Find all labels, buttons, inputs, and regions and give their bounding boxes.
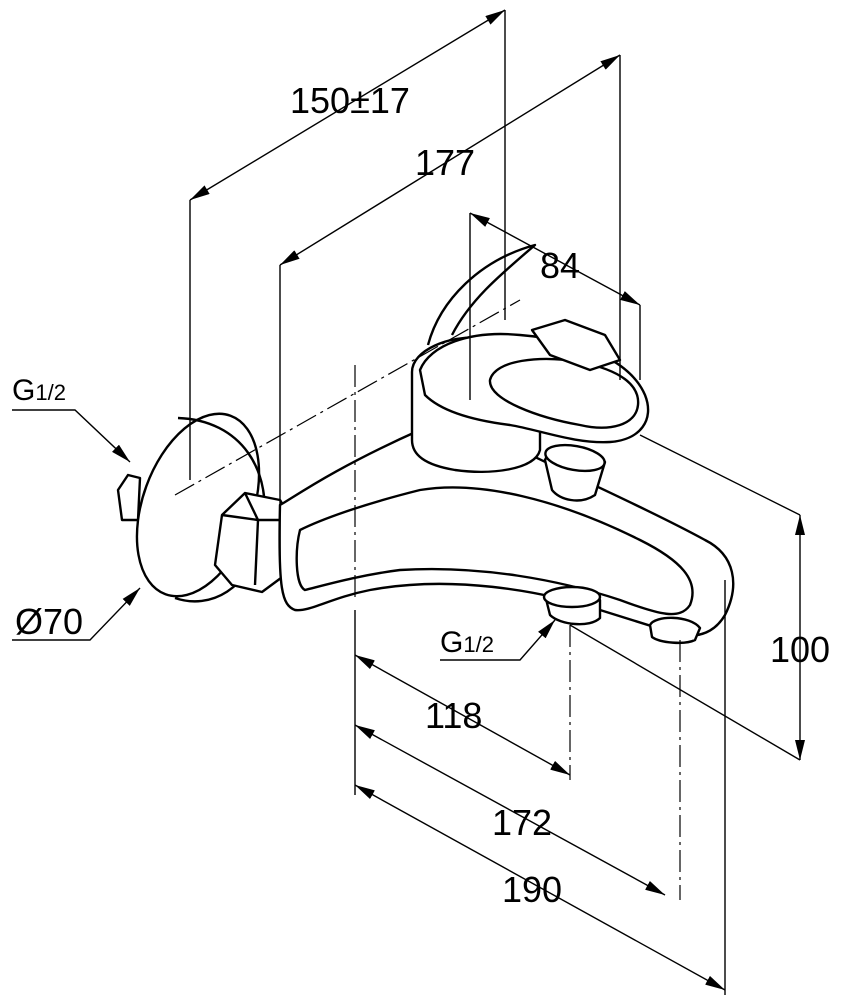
dimension-lines	[12, 9, 805, 991]
spout-outlet	[648, 616, 702, 645]
faucet-illustration	[116, 243, 735, 645]
dim-total-length: 190	[502, 869, 562, 910]
dim-projection-handle: 177	[415, 142, 475, 183]
dim-outlet-offset: 118	[425, 695, 482, 736]
diverter-knob	[543, 443, 607, 502]
dim-height: 100	[770, 629, 830, 670]
dim-wall-distance: 150±17	[290, 80, 410, 121]
dim-spout-offset: 172	[492, 802, 552, 843]
dim-rosette-diameter: Ø70	[15, 601, 83, 642]
thread-inlet-label: G1/2	[12, 374, 66, 407]
outlet-connection	[542, 585, 602, 626]
dim-handle-width: 84	[540, 245, 580, 286]
thread-outlet-label: G1/2	[440, 626, 494, 659]
